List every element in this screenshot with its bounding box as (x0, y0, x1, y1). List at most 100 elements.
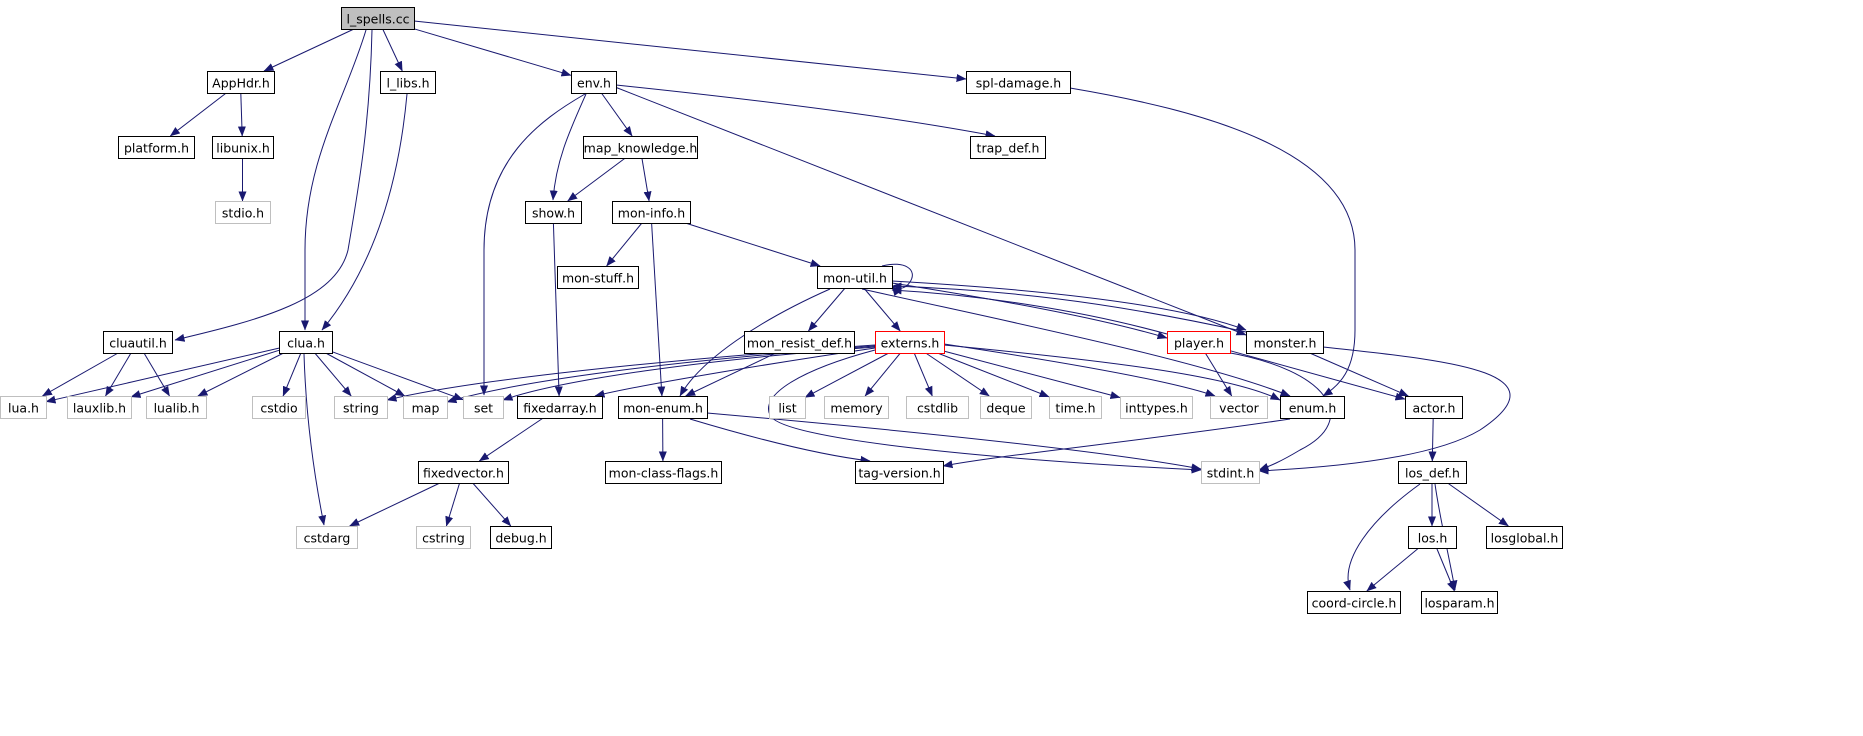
node-list: list (769, 396, 806, 419)
node-label: vector (1219, 401, 1260, 416)
node-label: time.h (1055, 401, 1095, 416)
node-label: clua.h (287, 336, 325, 351)
edge-cluautil-to-lua_h (41, 352, 119, 397)
edge-clua-to-string (314, 352, 352, 397)
node-los-def[interactable]: los_def.h (1398, 461, 1467, 484)
node-label: mon_resist_def.h (747, 336, 852, 351)
node-fixedarray[interactable]: fixedarray.h (517, 396, 603, 419)
edge-env-to-map_knowledge (600, 92, 633, 137)
node-map-knowledge[interactable]: map_knowledge.h (583, 136, 698, 159)
node-box (67, 396, 132, 419)
node-label: mon-info.h (618, 206, 685, 221)
edge-mon_enum-to-tag_version (689, 418, 871, 464)
node-box (970, 136, 1046, 159)
edge-clua-to-cstdio (282, 352, 302, 397)
node-box (906, 396, 969, 419)
node-label: lauxlib.h (73, 401, 126, 416)
edge-mon_util-to-player (891, 282, 1168, 340)
node-l-spells-cc[interactable]: l_spells.cc (341, 7, 415, 30)
node-box (380, 71, 436, 94)
node-coord-circle[interactable]: coord-circle.h (1307, 591, 1401, 614)
edge-fixedarray-to-fixedvector (478, 417, 544, 462)
edge-l_spells_cc-to-l_libs (382, 28, 403, 72)
node-fixedvector[interactable]: fixedvector.h (418, 461, 509, 484)
node-box (1486, 526, 1563, 549)
node-player[interactable]: player.h (1167, 331, 1231, 354)
edge-player-to-vector (1204, 352, 1233, 397)
node-label: player.h (1174, 336, 1224, 351)
edge-cluautil-to-lauxlib (105, 352, 132, 397)
node-env[interactable]: env.h (571, 71, 617, 94)
edge-enum_h-to-tag_version (942, 418, 1291, 469)
node-libunix[interactable]: libunix.h (212, 136, 274, 159)
node-label: cluautil.h (109, 336, 167, 351)
edge-env-to-monster (614, 86, 1247, 336)
node-box (207, 71, 275, 94)
node-mon-resist-def[interactable]: mon_resist_def.h (744, 331, 855, 354)
node-label: los.h (1418, 531, 1448, 546)
node-box (1210, 396, 1268, 419)
node-mon-enum[interactable]: mon-enum.h (618, 396, 708, 419)
node-trap-def[interactable]: trap_def.h (970, 136, 1046, 159)
edge-externs-to-deque (925, 352, 990, 397)
node-actor[interactable]: actor.h (1405, 396, 1463, 419)
node-enum-h[interactable]: enum.h (1280, 396, 1345, 419)
node-box (769, 396, 806, 419)
node-clua[interactable]: clua.h (279, 331, 333, 354)
node-box (146, 396, 207, 419)
node-label: stdint.h (1207, 466, 1255, 481)
edge-externs-to-fixedarray (594, 347, 876, 398)
node-mon-util[interactable]: mon-util.h (817, 266, 893, 289)
edge-actor-to-los_def (1428, 417, 1437, 462)
node-label: map (412, 401, 440, 416)
node-externs[interactable]: externs.h (875, 331, 945, 354)
edge-mon_info-to-mon_enum (651, 222, 666, 397)
node-losglobal[interactable]: losglobal.h (1486, 526, 1563, 549)
edge-l_spells_cc-to-cluautil (174, 29, 373, 342)
node-lua-h: lua.h (0, 396, 47, 419)
edge-clua-to-set (331, 351, 464, 401)
node-show[interactable]: show.h (525, 201, 582, 224)
edge-clua-to-lualib (197, 352, 284, 397)
edge-externs-to-enum_h (943, 344, 1281, 401)
node-label: memory (830, 401, 883, 416)
node-mon-class-flags[interactable]: mon-class-flags.h (605, 461, 722, 484)
node-stdint: stdint.h (1201, 461, 1260, 484)
edge-mon_util-to-mon_enum (679, 288, 831, 397)
node-losparam[interactable]: losparam.h (1421, 591, 1498, 614)
edge-mon_info-to-mon_stuff (606, 222, 643, 267)
node-monster[interactable]: monster.h (1246, 331, 1324, 354)
node-lauxlib: lauxlib.h (67, 396, 132, 419)
node-box (618, 396, 708, 419)
node-box (612, 201, 691, 224)
edge-player-to-stdint (1224, 351, 1331, 471)
node-label: stdio.h (222, 206, 264, 221)
node-box (966, 71, 1071, 94)
node-label: mon-stuff.h (562, 271, 634, 286)
node-box (490, 526, 552, 549)
node-label: cstring (422, 531, 465, 546)
node-platform[interactable]: platform.h (118, 136, 195, 159)
edge-mon_util-to-monster (891, 280, 1247, 331)
node-debug[interactable]: debug.h (490, 526, 552, 549)
node-los-h[interactable]: los.h (1408, 526, 1457, 549)
node-box (571, 71, 617, 94)
node-mon-info[interactable]: mon-info.h (612, 201, 691, 224)
edge-mon_enum-to-stdint (706, 412, 1202, 472)
edge-mon_util-to-mon_resist_def (808, 287, 846, 332)
node-tag-version[interactable]: tag-version.h (855, 461, 944, 484)
node-cluautil[interactable]: cluautil.h (103, 331, 173, 354)
node-label: actor.h (1413, 401, 1456, 416)
node-label: enum.h (1289, 401, 1337, 416)
node-mon-stuff[interactable]: mon-stuff.h (557, 266, 639, 289)
node-label: l_libs.h (386, 76, 429, 91)
node-box (463, 396, 504, 419)
node-box (817, 266, 893, 289)
edge-externs-to-memory (864, 352, 901, 397)
node-spl-damage[interactable]: spl-damage.h (966, 71, 1071, 94)
node-apphdr[interactable]: AppHdr.h (207, 71, 275, 94)
node-l-libs[interactable]: l_libs.h (380, 71, 436, 94)
edge-l_spells_cc-to-clua (301, 29, 367, 331)
node-label: platform.h (124, 141, 189, 156)
